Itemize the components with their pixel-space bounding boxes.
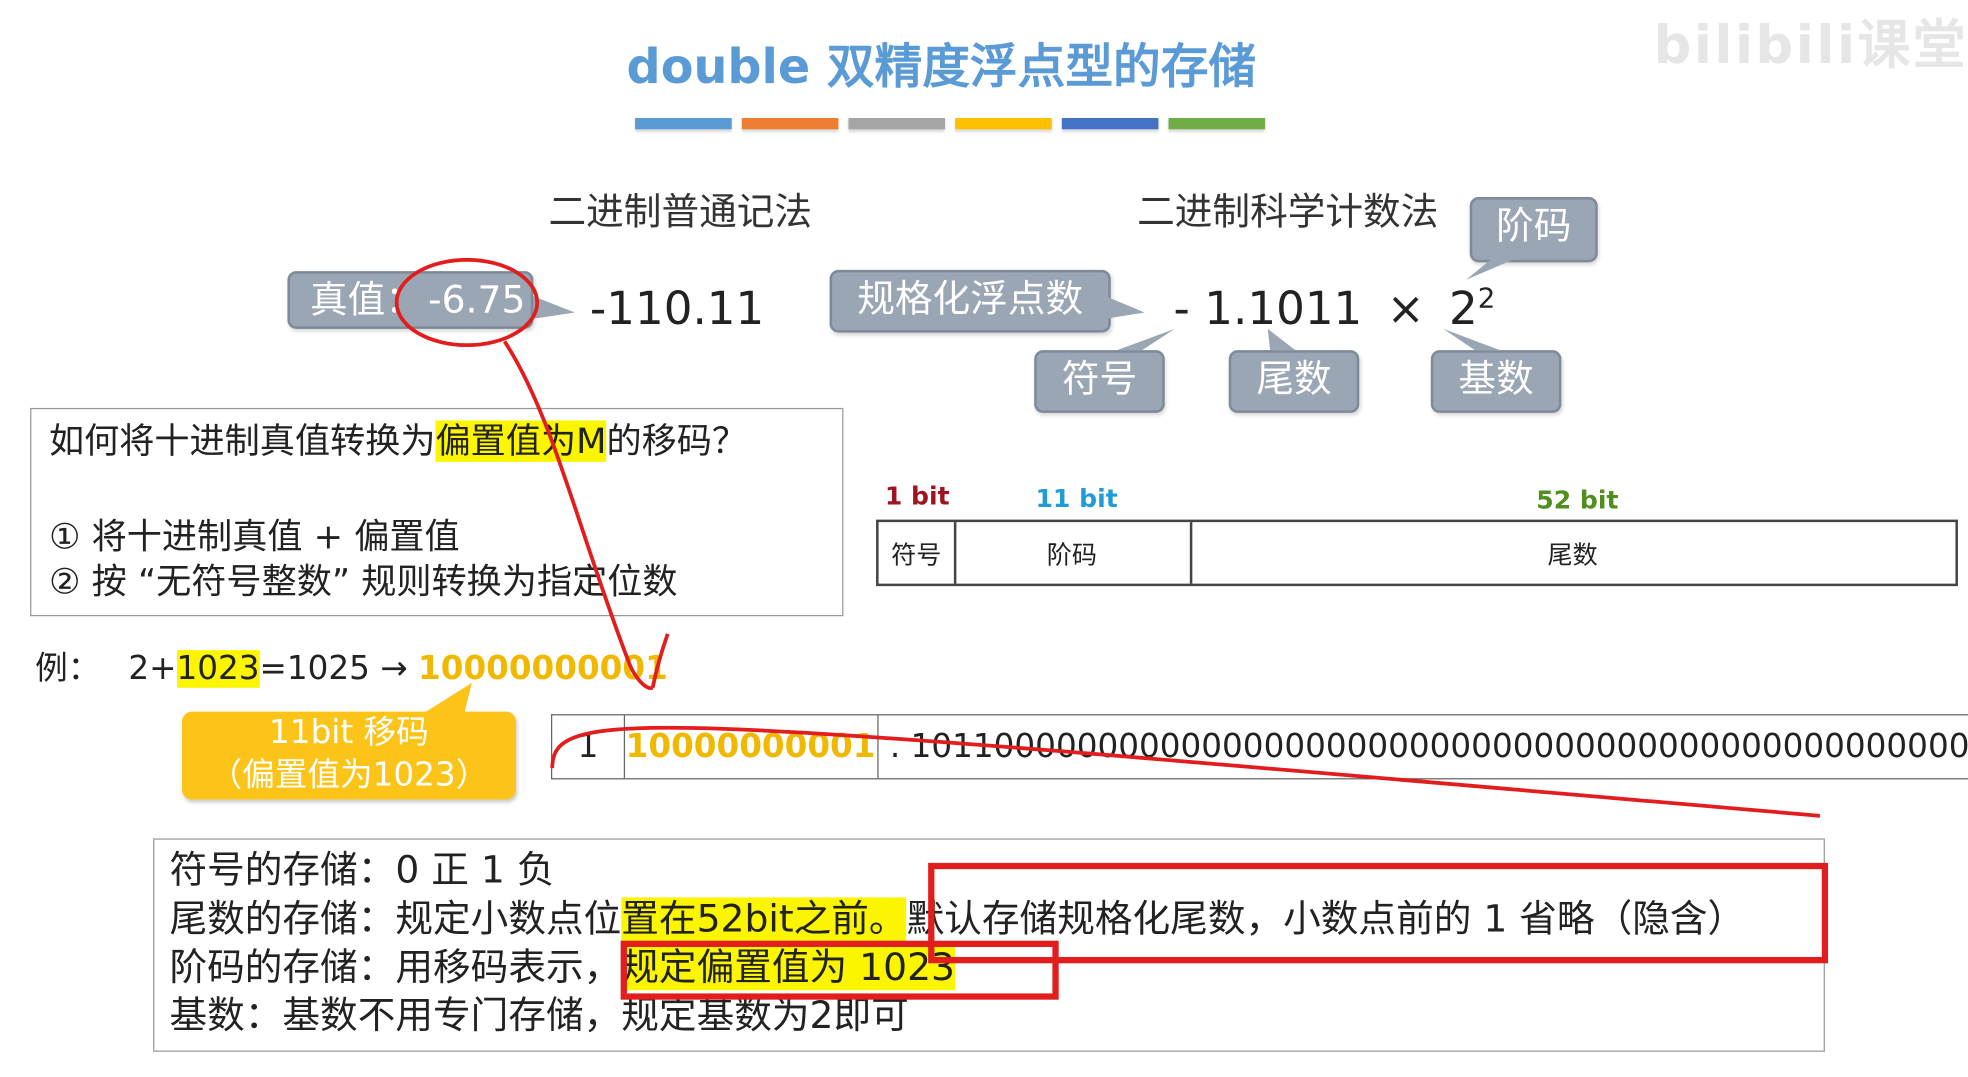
question-line: 如何将十进制真值转换为偏置值为M的移码？ bbox=[49, 419, 747, 464]
cell-exponent: 阶码 bbox=[954, 522, 1193, 584]
arrow-curve bbox=[502, 340, 654, 690]
times-sign: × bbox=[1386, 283, 1425, 336]
binary-plain: -110.11 bbox=[589, 283, 765, 336]
example-mid: =1025 → bbox=[259, 650, 419, 688]
tail-mantissa bbox=[1267, 328, 1296, 351]
true-value-bubble: 真值：-6.75 bbox=[287, 271, 534, 329]
right-header: 二进制科学计数法 bbox=[1137, 190, 1439, 235]
bit-layout-table: 符号 阶码 尾数 bbox=[876, 519, 1958, 587]
rule-mantissa-pre: 尾数的存储：规定小数点位 bbox=[169, 897, 622, 942]
rule-base: 基数：基数不用专门存储，规定基数为2即可 bbox=[169, 994, 909, 1038]
example-bias: 1023 bbox=[176, 650, 260, 688]
bit-label-mantissa: 52 bit bbox=[1536, 484, 1619, 515]
step-2: ② 按 “无符号整数” 规则转换为指定位数 bbox=[48, 561, 678, 603]
accent-bar bbox=[1061, 117, 1159, 130]
example-label: 例： bbox=[35, 650, 101, 688]
rule-exponent: 阶码的存储：用移码表示，规定偏置值为 1023 bbox=[169, 945, 955, 993]
accent-bar bbox=[848, 117, 946, 130]
cell-sign: 符号 bbox=[879, 522, 957, 584]
question-highlight: 偏置值为M bbox=[435, 420, 607, 462]
sci-sign: - bbox=[1173, 283, 1190, 336]
red-box-bias bbox=[620, 940, 1059, 1000]
underline-encoded bbox=[550, 725, 1821, 818]
watermark-logo: bilibili课堂 bbox=[1653, 13, 1968, 76]
example-line: 例： 2+1023=1025 → 10000000001 bbox=[35, 643, 668, 689]
encoded-mantissa: . 10110000000000000000000000000000000000… bbox=[889, 727, 1968, 766]
rule-exponent-hl: 规定偏置值为 1023 bbox=[621, 946, 955, 991]
accent-bar bbox=[741, 117, 839, 130]
offset-callout-line1: 11bit 移码 bbox=[269, 714, 429, 752]
callout-exponent: 阶码 bbox=[1469, 197, 1598, 263]
tail-exponent bbox=[1465, 257, 1519, 280]
bit-label-sign: 1 bit bbox=[884, 480, 950, 511]
encoded-sign: 1 bbox=[552, 715, 626, 779]
accent-bars bbox=[635, 117, 1266, 130]
accent-bar bbox=[1168, 117, 1266, 130]
offset-callout-tail bbox=[424, 682, 472, 713]
rule-sign: 符号的存储：0 正 1 负 bbox=[169, 848, 555, 893]
circle-true-value bbox=[394, 257, 540, 348]
arrow-tip bbox=[650, 633, 670, 689]
cell-mantissa: 尾数 bbox=[1547, 539, 1598, 570]
rule-mantissa-hl: 置在52bit之前。 bbox=[621, 897, 907, 942]
accent-bar bbox=[635, 117, 732, 130]
offset-callout-line2: （偏置值为1023） bbox=[209, 756, 489, 795]
bit-label-exponent: 11 bit bbox=[1035, 483, 1118, 514]
sci-notation: - 1.1011 × 22 bbox=[1174, 284, 1496, 335]
step-1: ① 将十进制真值 + 偏置值 bbox=[48, 515, 460, 558]
question-post: 的移码？ bbox=[606, 420, 748, 462]
tail-normalized bbox=[1105, 296, 1145, 319]
slide-title: double 双精度浮点型的存储 bbox=[626, 38, 1257, 95]
rule-mantissa: 尾数的存储：规定小数点位置在52bit之前。默认存储规格化尾数，小数点前的 1 … bbox=[169, 896, 1745, 944]
tail-true bbox=[533, 296, 575, 319]
true-value: -6.75 bbox=[427, 278, 526, 323]
offset-tail bbox=[424, 682, 472, 713]
tail-base bbox=[1443, 328, 1500, 351]
red-box-hidden-bit bbox=[928, 862, 1829, 964]
offset-callout: 11bit 移码 （偏置值为1023） bbox=[181, 711, 516, 800]
normalized-bubble: 规格化浮点数 bbox=[829, 269, 1111, 333]
question-box: 如何将十进制真值转换为偏置值为M的移码？ ① 将十进制真值 + 偏置值 ② 按 … bbox=[30, 407, 844, 617]
rule-exponent-pre: 阶码的存储：用移码表示， bbox=[169, 946, 622, 991]
callout-sign: 符号 bbox=[1034, 350, 1165, 413]
callout-base: 基数 bbox=[1430, 350, 1562, 413]
question-pre: 如何将十进制真值转换为 bbox=[48, 420, 436, 462]
sci-mantissa: 1.1011 bbox=[1204, 283, 1363, 336]
accent-bar bbox=[955, 117, 1052, 130]
rule-mantissa-post: 默认存储规格化尾数，小数点前的 1 省略（隐含） bbox=[906, 897, 1746, 942]
left-header: 二进制普通记法 bbox=[548, 190, 813, 235]
callout-mantissa: 尾数 bbox=[1228, 350, 1360, 413]
example-pre: 2+ bbox=[128, 650, 177, 688]
sci-base: 2 bbox=[1449, 283, 1478, 336]
sci-exponent: 2 bbox=[1477, 283, 1496, 316]
